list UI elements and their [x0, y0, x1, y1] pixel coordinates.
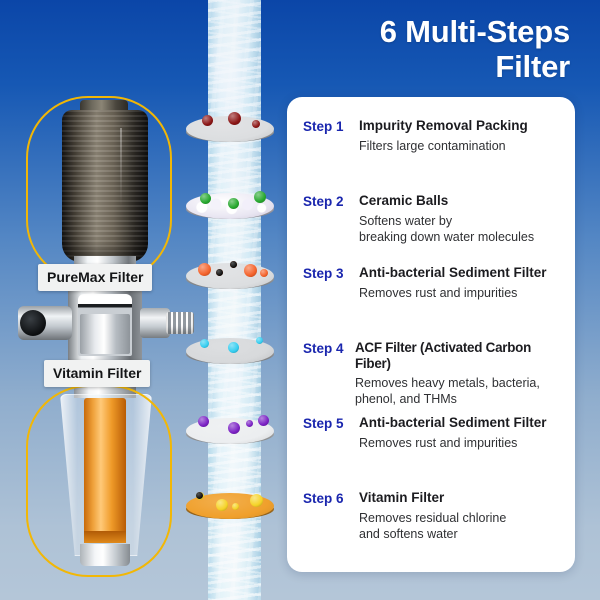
step-description-3: Removes rust and impurities — [359, 286, 518, 300]
filter-disc-5 — [186, 414, 274, 448]
disc-particle — [198, 416, 209, 427]
step-description-5: Removes rust and impurities — [359, 436, 518, 450]
disc-particle-dark — [230, 261, 237, 268]
step-number-1: Step 1 — [303, 119, 344, 134]
disc-particle — [228, 112, 241, 125]
disc-particle — [228, 422, 240, 434]
body-window — [78, 294, 132, 356]
step-number-3: Step 3 — [303, 266, 344, 281]
step-number-5: Step 5 — [303, 416, 344, 431]
disc-particle — [246, 420, 253, 427]
disc-particle — [198, 263, 211, 276]
threaded-connector — [166, 312, 194, 334]
step-description-6: Removes residual chlorine and softens wa… — [359, 511, 507, 541]
disc-particle-dark — [196, 492, 203, 499]
disc-particle — [228, 342, 239, 353]
vitamin-filter-label: Vitamin Filter — [44, 360, 151, 387]
disc-particle — [256, 337, 263, 344]
step-description-4: Removes heavy metals, bacteria, phenol, … — [355, 376, 540, 406]
step-title-3: Anti-bacterial Sediment Filter — [359, 265, 547, 280]
disc-particle — [250, 494, 263, 507]
title-line-2: Filter — [495, 49, 570, 84]
filter-disc-6 — [186, 489, 274, 523]
disc-particle — [254, 191, 266, 203]
disc-particle — [200, 193, 211, 204]
step-description-1: Filters large contamination — [359, 139, 506, 153]
step-title-6: Vitamin Filter — [359, 490, 445, 505]
highlight-ring-puremax — [26, 96, 172, 282]
step-title-4: ACF Filter (Activated Carbon Fiber) — [355, 340, 532, 371]
filter-disc-2 — [186, 189, 274, 223]
water-inlet-port — [18, 306, 72, 340]
disc-particle — [200, 339, 209, 348]
disc-particle — [260, 269, 268, 277]
disc-particle — [216, 499, 228, 511]
title-line-1: 6 Multi-Steps — [379, 14, 571, 49]
disc-particle — [252, 120, 260, 128]
step-item-4: Step 4 ACF Filter (Activated Carbon Fiber… — [303, 340, 565, 407]
disc-particle — [228, 198, 239, 209]
step-description-2: Softens water by breaking down water mol… — [359, 214, 535, 244]
water-outlet-port — [140, 308, 170, 338]
step-number-2: Step 2 — [303, 194, 344, 209]
highlight-ring-vitamin — [26, 385, 172, 577]
page-title: 6 Multi-Steps Filter — [300, 14, 571, 84]
step-title-1: Impurity Removal Packing — [359, 118, 528, 133]
disc-particle — [244, 264, 257, 277]
filter-disc-1 — [186, 112, 274, 146]
disc-particle — [202, 115, 213, 126]
puremax-filter-label: PureMax Filter — [38, 264, 153, 291]
filter-disc-4 — [186, 334, 274, 368]
filter-disc-3 — [186, 259, 274, 293]
step-title-2: Ceramic Balls — [359, 193, 449, 208]
disc-particle — [258, 415, 269, 426]
step-number-4: Step 4 — [303, 341, 344, 356]
step-title-5: Anti-bacterial Sediment Filter — [359, 415, 547, 430]
disc-particle — [232, 503, 239, 510]
disc-particle-dark — [216, 269, 223, 276]
step-number-6: Step 6 — [303, 491, 344, 506]
